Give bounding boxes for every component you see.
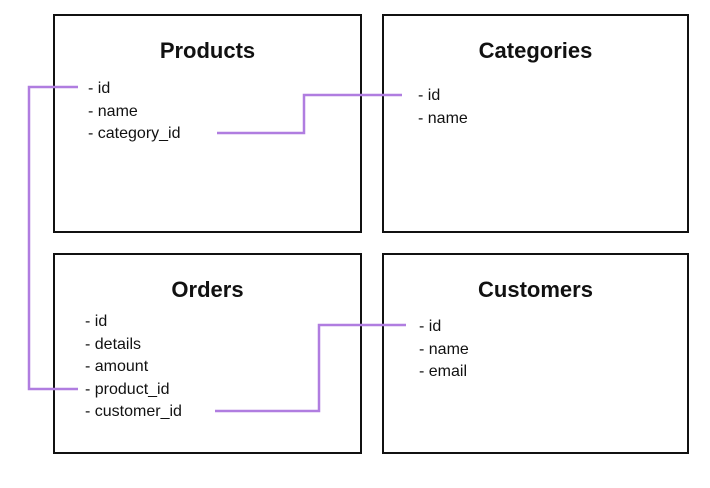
products-field-list: - id - name - category_id	[88, 78, 181, 146]
products-field-id: - id	[88, 80, 111, 97]
orders-field-id: - id	[85, 313, 108, 330]
orders-field-amount: - amount	[85, 358, 149, 375]
categories-table: Categories - id - name	[382, 14, 689, 233]
products-field-category-id: - category_id	[88, 125, 181, 142]
orders-field-list: - id - details - amount - product_id - c…	[85, 311, 182, 424]
products-table-title: Products	[159, 38, 256, 63]
categories-field-list: - id - name	[418, 85, 468, 130]
orders-table-title: Orders	[171, 277, 244, 302]
customers-field-list: - id - name - email	[419, 316, 469, 384]
products-table: Products - id - name - category_id	[53, 14, 362, 233]
categories-table-title: Categories	[478, 38, 593, 63]
customers-field-name: - name	[419, 340, 469, 358]
customers-table: Customers - id - name - email	[382, 253, 689, 454]
customers-table-title: Customers	[478, 277, 593, 302]
categories-field-id: - id	[418, 87, 441, 104]
products-field-name: - name	[88, 102, 138, 120]
orders-field-details: - details	[85, 335, 142, 353]
orders-field-customer-id: - customer_id	[85, 403, 182, 420]
orders-table: Orders - id - details - amount - product…	[53, 253, 362, 454]
customers-field-email: - email	[419, 363, 468, 380]
categories-field-name: - name	[418, 109, 468, 127]
orders-field-product-id: - product_id	[85, 380, 170, 398]
customers-field-id: - id	[419, 318, 442, 335]
